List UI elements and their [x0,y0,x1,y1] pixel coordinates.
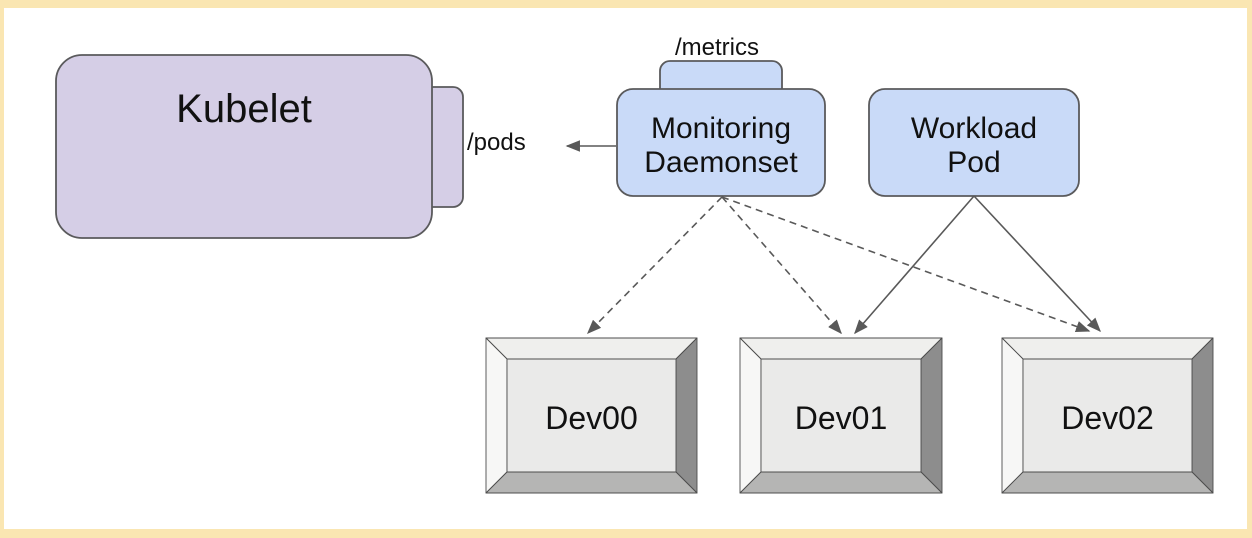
dev02-face [1022,358,1193,473]
kubelet-box [55,54,433,239]
monitoring-daemonset-box [616,88,826,197]
edge-monitoring-to-dev01 [721,196,842,335]
dev01-bevel-right [920,337,943,494]
dev00-bevel-left [485,337,508,494]
device-node-dev00: Dev00 [485,337,698,494]
dev02-bevel-right [1191,337,1214,494]
kubelet-label: Kubelet [176,87,312,131]
dev00-bevel-top [485,337,698,360]
monitoring-daemonset-node: /metrics Monitoring Daemonset [616,34,826,197]
dev00-bevel-bottom [485,471,698,494]
dev01-label: Dev01 [795,400,888,436]
edge-monitoring-to-dev02 [721,196,1091,332]
edge-monitoring-to-dev00 [586,196,723,335]
edges [586,195,1101,335]
dev00-bevel-right [675,337,698,494]
dev02-bevel-bottom [1001,471,1214,494]
metrics-label: /metrics [675,34,759,61]
workload-pod-node: Workload Pod [868,88,1080,197]
workload-pod-label-line2: Pod [947,146,1000,179]
pods-endpoint: /pods [467,129,616,156]
edge-workload-to-dev02 [973,195,1101,333]
monitoring-daemonset-label-line1: Monitoring [651,112,791,145]
dev01-bevel-top [739,337,943,360]
dev01-bevel-left [739,337,762,494]
dev02-bevel-top [1001,337,1214,360]
device-node-dev01: Dev01 [739,337,943,494]
dev00-label: Dev00 [545,400,638,436]
dev01-face [760,358,922,473]
dev02-label: Dev02 [1061,400,1154,436]
dev02-bevel-left [1001,337,1024,494]
dev01-bevel-bottom [739,471,943,494]
dev00-face [506,358,677,473]
device-node-dev02: Dev02 [1001,337,1214,494]
edge-workload-to-dev01 [854,195,975,335]
monitoring-daemonset-label-line2: Daemonset [644,146,798,179]
kubelet-node: Kubelet [55,54,464,239]
pods-label: /pods [467,129,526,156]
workload-pod-label-line1: Workload [911,112,1037,145]
